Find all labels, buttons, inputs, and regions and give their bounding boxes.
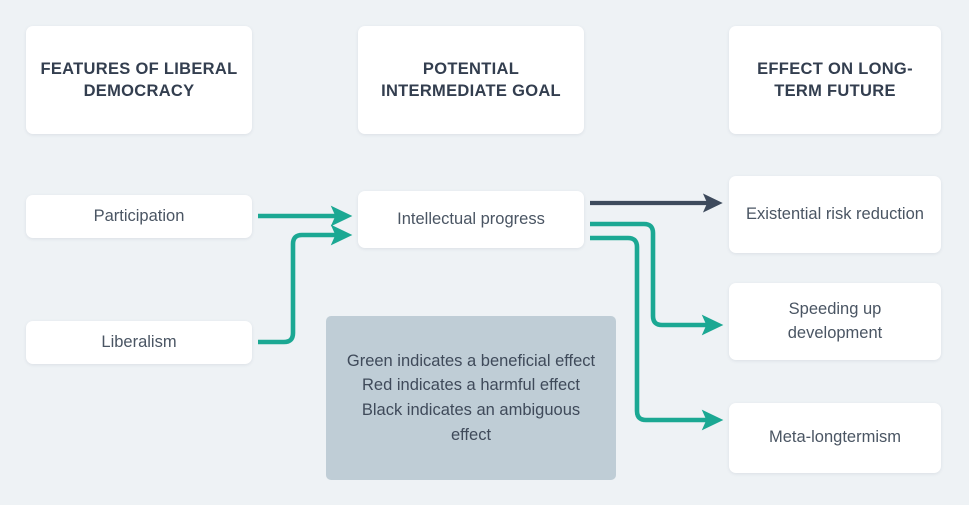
node-liberalism[interactable]: Liberalism	[26, 321, 252, 364]
node-speeding-up-development[interactable]: Speeding up development	[729, 283, 941, 360]
legend-line-black: Black indicates an ambiguous effect	[361, 401, 581, 444]
node-label: Intellectual progress	[397, 209, 545, 228]
legend-line-red: Red indicates a harmful effect	[362, 376, 580, 395]
node-intellectual-progress[interactable]: Intellectual progress	[358, 191, 584, 248]
node-label: Speeding up development	[787, 300, 883, 342]
legend-box: Green indicates a beneficial effect Red …	[326, 316, 616, 480]
node-label: Existential risk reduction	[746, 204, 924, 223]
column-header-potential-intermediate-goal: POTENTIAL INTERMEDIATE GOAL	[358, 26, 584, 134]
edge-intellectual-to-speeding	[590, 221, 724, 336]
column-header-effect-on-long-term-future: EFFECT ON LONG-TERM FUTURE	[729, 26, 941, 134]
column-header-label: EFFECT ON LONG-TERM FUTURE	[757, 59, 913, 100]
node-existential-risk-reduction[interactable]: Existential risk reduction	[729, 176, 941, 253]
node-label: Participation	[93, 206, 185, 225]
node-participation[interactable]: Participation	[26, 195, 252, 238]
node-label: Meta-longtermism	[768, 428, 902, 447]
column-header-label: POTENTIAL INTERMEDIATE GOAL	[381, 59, 561, 100]
node-label: Liberalism	[101, 332, 177, 351]
legend-line-green: Green indicates a beneficial effect	[346, 351, 596, 370]
column-header-features-of-liberal-democracy: FEATURES OF LIBERAL DEMOCRACY	[26, 26, 252, 134]
node-meta-longtermism[interactable]: Meta-longtermism	[729, 403, 941, 473]
column-header-label: FEATURES OF LIBERAL DEMOCRACY	[40, 59, 238, 100]
